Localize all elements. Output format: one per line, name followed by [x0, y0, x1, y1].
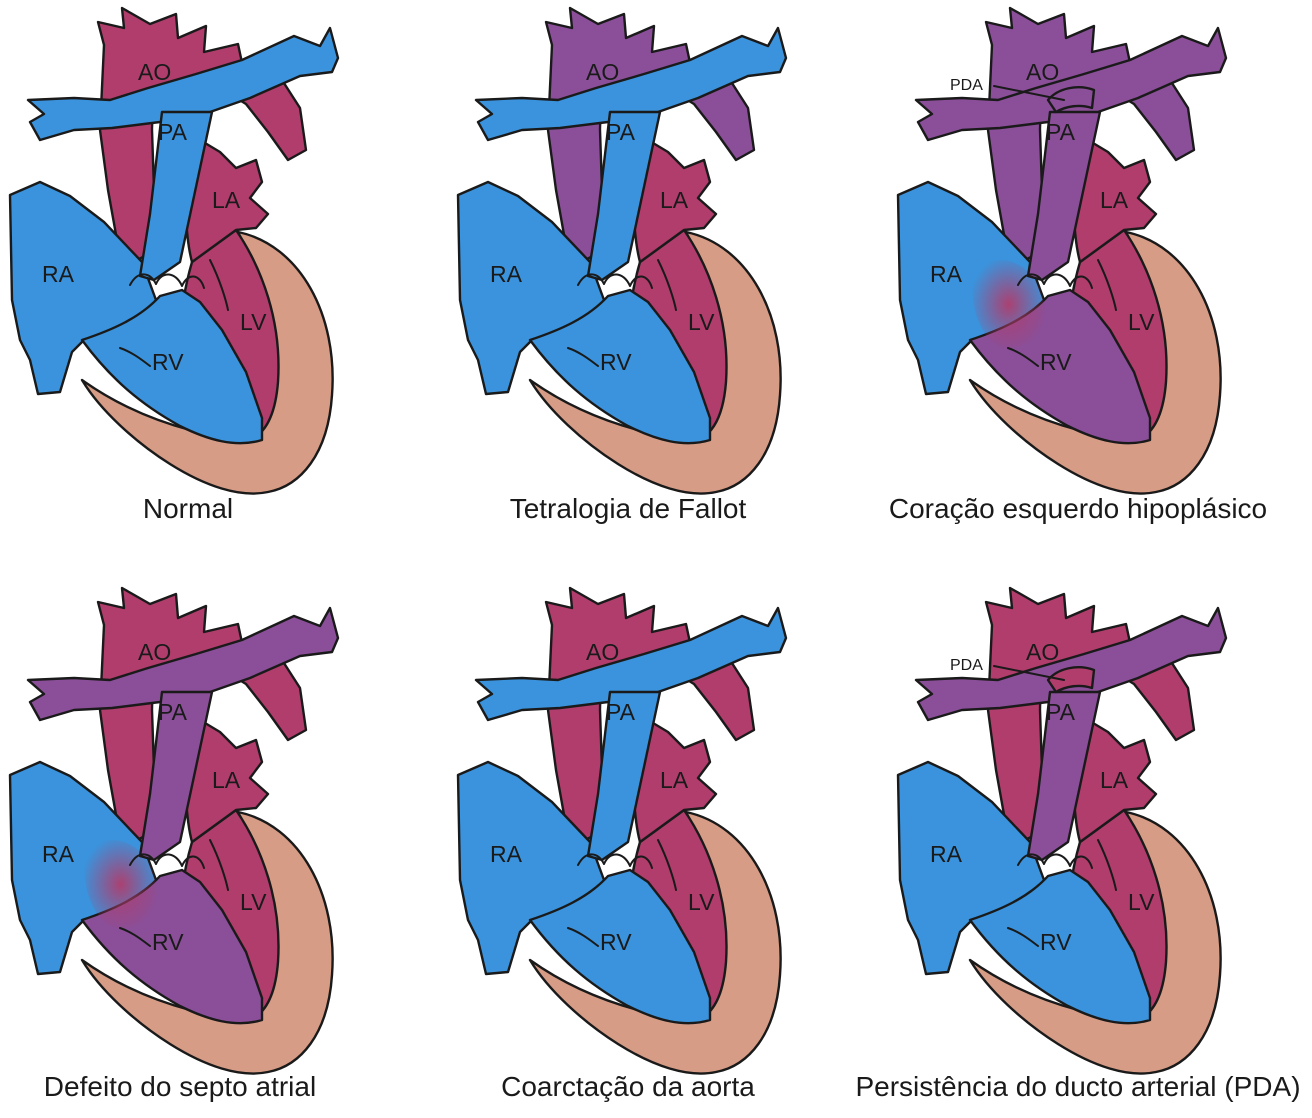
- heart-illustration-asd: AO PA LA RA LV RV: [0, 580, 420, 1080]
- label-rv: RV: [600, 929, 632, 955]
- label-ao: AO: [138, 59, 171, 85]
- label-ao: AO: [1026, 59, 1059, 85]
- heart-illustration-coarctation: AO PA LA RA LV RV: [448, 580, 868, 1080]
- label-pa: PA: [1046, 119, 1076, 145]
- heart-panel-normal: AO PA LA RA LV RV: [0, 0, 420, 500]
- label-ra: RA: [930, 841, 963, 867]
- label-pa: PA: [606, 119, 636, 145]
- label-ra: RA: [490, 841, 523, 867]
- heart-panel-coarctation: AO PA LA RA LV RV: [448, 580, 868, 1080]
- label-lv: LV: [240, 889, 267, 915]
- label-ao: AO: [586, 639, 619, 665]
- panel-caption: Coarctação da aorta: [501, 1071, 755, 1103]
- heart-panel-hypoplastic: AO PA LA RA LV RV PDA: [888, 0, 1308, 500]
- label-ra: RA: [490, 261, 523, 287]
- label-la: LA: [660, 767, 689, 793]
- label-ao: AO: [138, 639, 171, 665]
- label-la: LA: [660, 187, 689, 213]
- label-pa: PA: [158, 119, 188, 145]
- heart-illustration-normal: AO PA LA RA LV RV: [0, 0, 420, 500]
- label-lv: LV: [240, 309, 267, 335]
- label-lv: LV: [688, 309, 715, 335]
- label-lv: LV: [1128, 309, 1155, 335]
- heart-illustration-tetralogy: AO PA LA RA LV RV: [448, 0, 868, 500]
- heart-panel-tetralogy: AO PA LA RA LV RV: [448, 0, 868, 500]
- label-la: LA: [1100, 767, 1129, 793]
- panel-caption: Defeito do septo atrial: [44, 1071, 316, 1103]
- label-rv: RV: [1040, 929, 1072, 955]
- label-rv: RV: [600, 349, 632, 375]
- heart-illustration-hypoplastic: AO PA LA RA LV RV PDA: [888, 0, 1308, 500]
- panel-caption: Coração esquerdo hipoplásico: [889, 493, 1267, 525]
- label-pa: PA: [1046, 699, 1076, 725]
- panel-caption: Tetralogia de Fallot: [510, 493, 747, 525]
- label-la: LA: [1100, 187, 1129, 213]
- label-la: LA: [212, 767, 241, 793]
- label-lv: LV: [688, 889, 715, 915]
- label-ra: RA: [42, 841, 75, 867]
- label-pda: PDA: [950, 657, 983, 674]
- label-rv: RV: [1040, 349, 1072, 375]
- label-ra: RA: [42, 261, 75, 287]
- label-rv: RV: [152, 929, 184, 955]
- label-lv: LV: [1128, 889, 1155, 915]
- label-pa: PA: [158, 699, 188, 725]
- panel-caption: Persistência do ducto arterial (PDA): [855, 1071, 1300, 1103]
- label-ra: RA: [930, 261, 963, 287]
- label-pda: PDA: [950, 77, 983, 94]
- heart-panel-asd: AO PA LA RA LV RV: [0, 580, 420, 1080]
- panel-caption: Normal: [143, 493, 233, 525]
- heart-illustration-pda: AO PA LA RA LV RV PDA: [888, 580, 1308, 1080]
- label-ao: AO: [1026, 639, 1059, 665]
- label-rv: RV: [152, 349, 184, 375]
- label-ao: AO: [586, 59, 619, 85]
- label-pa: PA: [606, 699, 636, 725]
- heart-panel-pda: AO PA LA RA LV RV PDA: [888, 580, 1308, 1080]
- label-la: LA: [212, 187, 241, 213]
